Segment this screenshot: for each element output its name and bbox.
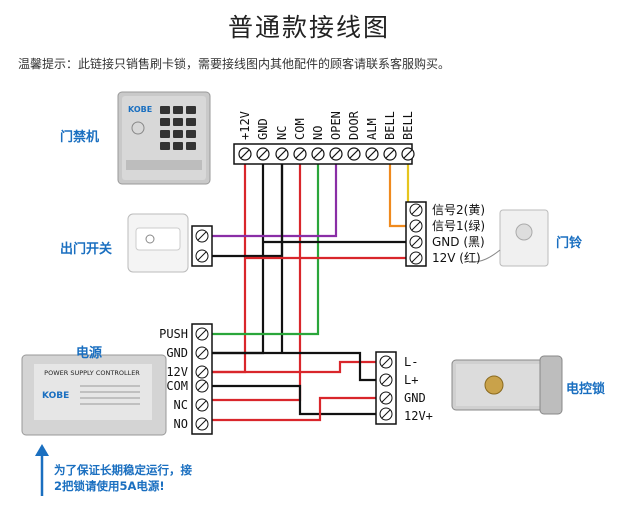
psu-term-12v: 12V [166,365,188,379]
wire-lock-12v [198,396,388,422]
bell-term-signal1: 信号1(绿) [432,218,485,233]
doorbell-device [471,209,549,267]
term-alm: ALM [365,118,379,140]
electric-lock-label: 电控锁 [566,382,606,397]
wire-open-exit [205,158,338,238]
psu-term-nc: NC [174,398,188,412]
wire-lock-lplus [198,351,388,382]
psu-term-no: NO [174,417,188,431]
term-bell-1: BELL [383,111,397,140]
controller-terminal-block: +12V GND NC COM NO OPEN DOOR ALM BELL BE… [233,110,415,165]
power-supply-label: 电源 [76,346,103,361]
lock-term-lplus: L+ [404,373,418,387]
power-warning: 为了保证长期稳定运行，接 2把锁请使用5A电源! [54,462,192,494]
power-supply-device: POWER SUPPLY CONTROLLER KOBE [21,354,167,436]
psu-panel-title: POWER SUPPLY CONTROLLER [44,369,140,377]
exit-button-device [127,213,189,273]
lock-term-gnd: GND [404,391,426,405]
psu-terminal-block: PUSH GND 12V COM NC NO [159,323,213,435]
access-control-label: 门禁机 [60,130,100,145]
wire-gnd-exit [205,158,284,258]
term-door: DOOR [347,110,361,140]
term-nc: NC [275,126,289,140]
psu-term-push: PUSH [159,327,188,341]
lock-term-lminus: L- [404,355,418,369]
electric-lock-device [451,355,563,415]
power-warning-line2: 2把锁请使用5A电源! [54,479,165,493]
wire-lock-lminus [198,360,388,374]
wire-lock-gnd [198,384,388,416]
psu-term-gnd: GND [166,346,188,360]
lock-terminal-block: L- L+ GND 12V+ [375,351,433,425]
bell-term-signal2: 信号2(黄) [432,203,485,217]
notice-text: 温馨提示：此链接只销售刷卡锁，需要接线图内其他配件的顾客请联系客服购买。 [18,57,451,71]
term-no: NO [311,126,325,140]
term-open: OPEN [329,111,343,140]
power-warning-line1: 为了保证长期稳定运行，接 [54,463,192,477]
lock-term-12v: 12V+ [404,409,433,423]
term-12v: +12V [238,111,252,140]
exit-button-label: 出门开关 [60,242,113,257]
bell-term-12v: 12V (红) [432,250,481,265]
access-control-device: KOBE [117,91,211,185]
doorbell-label: 门铃 [556,236,583,251]
warning-arrow-icon [35,444,49,496]
term-gnd: GND [256,118,270,140]
exit-terminal-block [191,225,213,267]
doorbell-terminal-block: 信号2(黄) 信号1(绿) GND (黑) 12V (红) [405,201,485,267]
term-bell-2: BELL [401,111,415,140]
wire-open-push [198,158,320,336]
psu-brand: KOBE [42,391,69,401]
wire-com [198,158,302,402]
page-title: 普通款接线图 [227,13,390,42]
bell-term-gnd: GND (黑) [432,235,485,249]
psu-term-com: COM [166,379,188,393]
keypad-brand: KOBE [128,105,152,114]
term-com: COM [293,118,307,140]
